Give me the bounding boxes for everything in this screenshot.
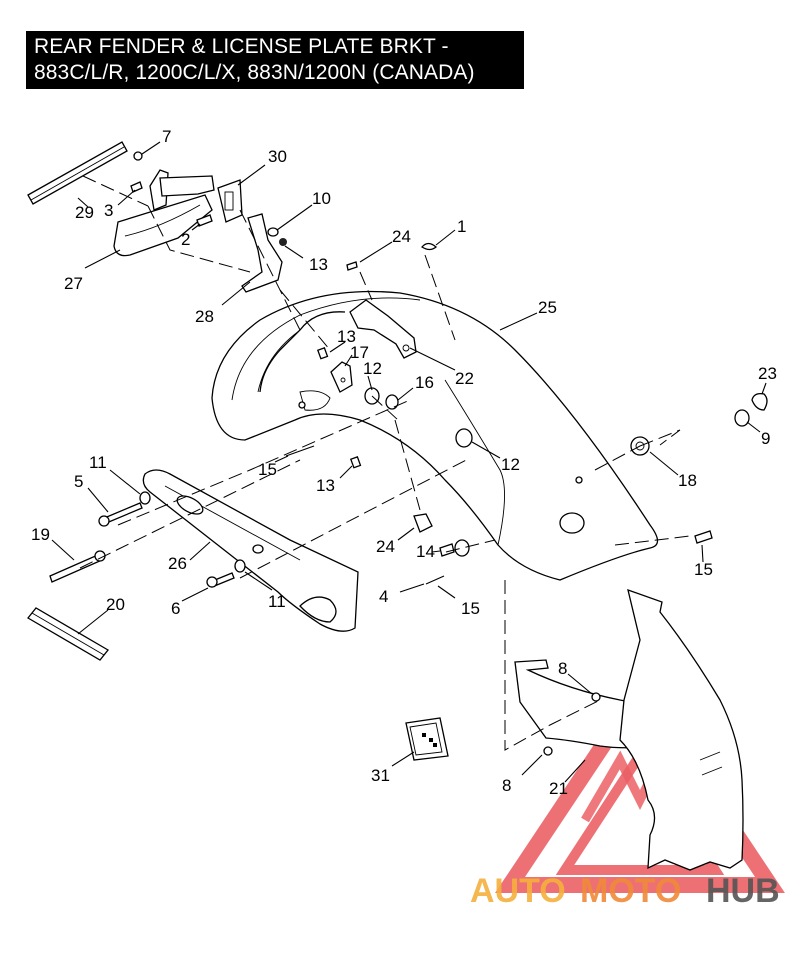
callout-25: 25 [538,298,557,317]
part-22-support [349,299,417,359]
callout-31: 31 [371,766,390,785]
callout-20: 20 [106,595,125,614]
bolt-15-right [694,530,713,544]
callout-15-c: 15 [461,599,480,618]
part-20-reflector [27,607,109,661]
callout-5: 5 [74,472,83,491]
bolt-23 [751,392,768,411]
washer-11-b [234,559,246,573]
watermark-moto: MOTO [580,872,681,910]
callout-22: 22 [455,369,474,388]
fastener-7 [133,151,143,161]
part-27-bracket [113,169,213,257]
bolt-6 [206,572,235,588]
leader-lines [51,141,767,783]
watermark-brand: AUTO MOTO HUB [470,872,780,910]
callout-29: 29 [75,203,94,222]
washer-9 [734,409,750,427]
fastener-2 [196,214,213,227]
plug-1 [421,242,438,251]
callout-15-b: 15 [694,560,713,579]
callout-30: 30 [268,147,287,166]
callout-2: 2 [181,230,190,249]
part-21-fender-extension [514,588,744,871]
bolt-4-15 [425,575,445,585]
callout-8-b: 8 [502,776,511,795]
callout-labels: 7 30 3 29 2 10 24 1 13 27 28 25 13 17 12… [31,127,777,798]
title-line-1: REAR FENDER & LICENSE PLATE BRKT - [34,35,449,58]
callout-15-a: 15 [258,460,277,479]
callout-12-a: 12 [363,359,382,378]
callout-21: 21 [549,779,568,798]
watermark-auto: AUTO [470,872,566,910]
callout-26: 26 [168,554,187,573]
callout-9: 9 [761,429,770,448]
bolt-5 [98,502,143,527]
clip-24-low [413,513,433,533]
callout-3: 3 [104,201,113,220]
callout-7: 7 [162,127,171,146]
washer-16 [385,394,399,410]
washer-10 [267,227,279,237]
callout-11-a: 11 [89,453,107,472]
callout-8-a: 8 [558,659,567,678]
nut-13-top [279,238,287,246]
callout-18: 18 [678,471,697,490]
bolt-15-left [285,445,315,457]
callout-1: 1 [457,217,466,236]
nut-13-mid [316,347,329,360]
callout-14: 14 [416,542,435,561]
callout-4: 4 [379,587,388,606]
callout-6: 6 [171,599,180,618]
callout-19: 19 [31,525,50,544]
callout-10: 10 [312,189,331,208]
callout-17: 17 [350,343,369,362]
spacer-12-b [455,428,473,448]
spacer-14 [454,539,470,557]
callout-27: 27 [64,274,83,293]
dashed-guide-lines [79,175,691,751]
part-31-lamp [405,717,449,761]
callout-28: 28 [195,307,214,326]
part-17-clip [330,361,353,393]
bolt-14 [439,543,455,557]
callout-24-low: 24 [376,537,395,556]
callout-13-low: 13 [316,476,335,495]
callout-12-b: 12 [501,455,520,474]
callout-11-b: 11 [268,592,286,611]
callout-16: 16 [415,373,434,392]
washer-11-a [139,491,151,505]
part-25-rear-fender [211,290,659,581]
part-29-strip [27,141,128,205]
fastener-3 [130,181,143,193]
diagram-title: REAR FENDER & LICENSE PLATE BRKT - 883C/… [26,31,524,89]
stud-19 [49,550,106,583]
title-line-2: 883C/L/R, 1200C/L/X, 883N/1200N (CANADA) [34,61,475,84]
clip-24-top [346,261,358,271]
callout-24-top: 24 [392,227,411,246]
nut-13-low [349,456,362,469]
callout-13-mid: 13 [337,327,356,346]
watermark-hub: HUB [706,872,780,910]
callout-13-top: 13 [309,255,328,274]
callout-23: 23 [758,364,777,383]
